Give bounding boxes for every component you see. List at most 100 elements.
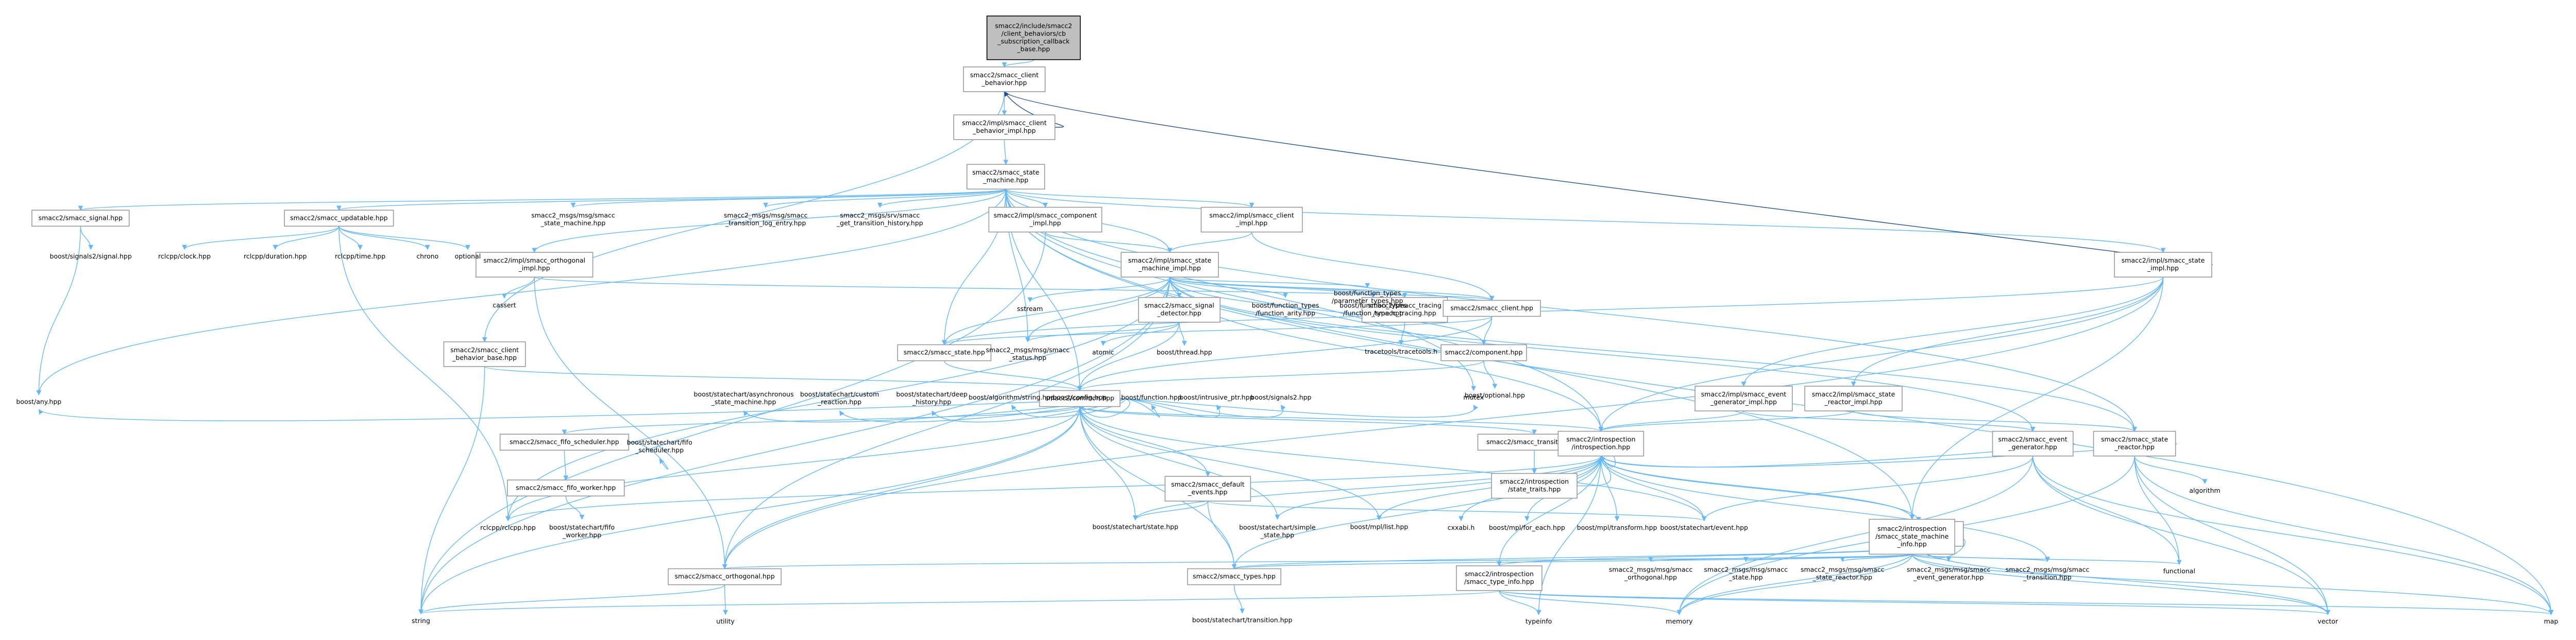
node-fifo-scheduler[interactable]: smacc2/smacc_fifo_scheduler.hpp — [499, 434, 630, 451]
node-msg-state-reactor: smacc2_msgs/msg/smacc_state_reactor.hpp — [1801, 565, 1885, 581]
node-component[interactable]: smacc2/component.hpp — [1440, 344, 1527, 361]
node-introspection[interactable]: smacc2/introspection/introspection.hpp — [1557, 430, 1645, 457]
edge-orthogonal-impl-to-client — [534, 276, 1494, 301]
node-smacc-state[interactable]: smacc2/smacc_state.hpp — [897, 344, 992, 361]
edge-state-impl-to-event-generator-impl — [1741, 277, 2164, 387]
node-label: smacc2_msgs/msg/smacc — [1704, 565, 1788, 573]
node-box — [1804, 386, 1903, 411]
node-default-events[interactable]: smacc2/smacc_default_events.hpp — [1164, 476, 1251, 502]
node-statechart-transition: boost/statechart/transition.hpp — [1192, 616, 1293, 624]
edge-state-machine-impl-to-sstream — [1027, 276, 1171, 303]
node-label: smacc2/impl/smacc_event — [1701, 390, 1787, 398]
edge-sm-info-to-msg-state-reactor — [1840, 553, 1912, 562]
node-signal[interactable]: smacc2/smacc_signal.hpp — [31, 210, 130, 227]
node-label: /smacc_state_machine — [1875, 532, 1948, 540]
node-client-behavior-base[interactable]: smacc2/smacc_client_behavior_base.hpp — [443, 341, 526, 367]
edge-fifo-worker-to-statechart-fifo-worker — [565, 496, 585, 520]
node-boost-any: boost/any.hpp — [16, 398, 61, 406]
node-state-impl[interactable]: smacc2/impl/smacc_state_impl.hpp — [2114, 252, 2212, 278]
node-label: boost/statechart/event.hpp — [1660, 524, 1748, 531]
node-label: smacc2_msgs/msg/smacc — [2006, 565, 2090, 573]
node-label: _event_generator.hpp — [1913, 573, 1984, 581]
node-label: rclcpp/clock.hpp — [158, 252, 211, 260]
node-tracing[interactable]: smacc2/smacc_tracing/smacc_tracing.hpp — [1361, 297, 1448, 323]
node-updatable[interactable]: smacc2/smacc_updatable.hpp — [284, 210, 394, 227]
node-box — [1121, 252, 1219, 278]
node-label: boost/function.hpp — [1121, 393, 1182, 401]
node-label: smacc2/smacc_client — [970, 71, 1039, 79]
node-client[interactable]: smacc2/smacc_client.hpp — [1443, 300, 1541, 317]
node-type-info[interactable]: smacc2/introspection/smacc_type_info.hpp — [1456, 565, 1543, 591]
node-label: _detector.hpp — [1157, 309, 1201, 317]
node-optional: optional — [455, 252, 481, 260]
node-tracelib: tracetools/tracetools.h — [1365, 348, 1437, 355]
node-label: sstream — [1017, 305, 1043, 313]
node-client-behavior[interactable]: smacc2/smacc_client_behavior.hpp — [963, 66, 1046, 92]
node-srv-get-history: smacc2_msgs/srv/smacc_get_transition_his… — [836, 212, 923, 227]
node-label: smacc2/component.hpp — [1445, 349, 1523, 356]
node-msg-event-generator: smacc2_msgs/msg/smacc_event_generator.hp… — [1907, 565, 1991, 581]
node-label: smacc2/smacc_fifo_worker.hpp — [516, 483, 616, 491]
node-orthogonal[interactable]: smacc2/smacc_orthogonal.hpp — [668, 568, 782, 585]
node-label: smacc2/impl/smacc_client — [1210, 212, 1294, 219]
node-mpl-for-each: boost/mpl/for_each.hpp — [1489, 524, 1565, 531]
edge-fifo-scheduler-to-fifo-worker — [563, 450, 569, 481]
node-box — [1200, 206, 1303, 233]
edge-client-to-common — [1077, 316, 1493, 391]
edge-updatable-to-rclcpp-time — [338, 226, 363, 250]
node-label: _impl.hpp — [1235, 219, 1267, 227]
node-string: string — [412, 617, 430, 625]
node-client-behavior-impl[interactable]: smacc2/impl/smacc_client_behavior_impl.h… — [953, 114, 1056, 141]
node-label: boost/statechart/asynchronous — [694, 390, 794, 398]
node-label: atomic — [1092, 349, 1114, 356]
node-common[interactable]: smacc2/common.hpp — [1039, 390, 1121, 407]
node-statechart-fifo-worker: boost/statechart/fifo_worker.hpp — [549, 524, 615, 539]
edge-introspection-to-mpl-list — [1377, 456, 1602, 521]
edge-client-impl-to-state-machine-impl — [1167, 232, 1252, 253]
edge-layer — [36, 59, 2554, 615]
edge-introspection-to-type-info — [1496, 456, 1602, 566]
node-label: smacc2/include/smacc2 — [995, 22, 1072, 29]
node-state-traits[interactable]: smacc2/introspection/state_traits.hpp — [1491, 473, 1578, 499]
node-root[interactable]: smacc2/include/smacc2/client_behaviors/c… — [986, 15, 1081, 60]
node-orthogonal-impl[interactable]: smacc2/impl/smacc_orthogonal_impl.hpp — [476, 252, 594, 278]
node-layer: smacc2/include/smacc2/client_behaviors/c… — [16, 15, 2558, 625]
node-event-generator[interactable]: smacc2/smacc_event_generator.hpp — [1992, 430, 2074, 457]
node-component-impl[interactable]: smacc2/impl/smacc_component_impl.hpp — [988, 206, 1103, 233]
node-label: /function_arity.hpp — [1256, 309, 1315, 317]
node-event-generator-impl[interactable]: smacc2/impl/smacc_event_generator_impl.h… — [1694, 386, 1793, 411]
node-label: _state.hpp — [1260, 531, 1295, 539]
node-label: _impl.hpp — [518, 264, 550, 272]
node-state-reactor-impl[interactable]: smacc2/impl/smacc_state_reactor_impl.hpp — [1804, 386, 1903, 411]
node-label: smacc2/smacc_types.hpp — [1193, 573, 1276, 580]
node-label: boost/optional.hpp — [1465, 391, 1525, 399]
node-label: boost/signals2.hpp — [1250, 393, 1311, 401]
node-atomic: atomic — [1092, 349, 1114, 356]
node-label: smacc2/introspection — [1465, 570, 1534, 578]
node-label: /state_traits.hpp — [1508, 486, 1561, 493]
node-label: _events.hpp — [1188, 488, 1227, 496]
edge-client-to-component — [1481, 316, 1493, 345]
edge-state-machine-to-boost-any — [36, 189, 1006, 395]
node-label: _impl.hpp — [2147, 264, 2179, 272]
node-label: smacc2/impl/smacc_component — [994, 212, 1097, 219]
node-signal-detector[interactable]: smacc2/smacc_signal_detector.hpp — [1138, 297, 1221, 323]
node-sm-info[interactable]: smacc2/introspection/smacc_state_machine… — [1869, 518, 1956, 555]
node-label: _worker.hpp — [562, 531, 602, 539]
edge-event-generator-to-functional — [2032, 456, 2182, 565]
node-msg-transition-log: smacc2_msgs/msg/smacc_transition_log_ent… — [724, 212, 808, 227]
edge-signal-to-boost-any — [36, 226, 81, 395]
node-label: _generator_impl.hpp — [1710, 398, 1777, 406]
node-label: _reactor_impl.hpp — [1824, 398, 1882, 406]
edge-updatable-to-rclcpp-clock — [182, 226, 340, 250]
node-state-machine[interactable]: smacc2/smacc_state_machine.hpp — [967, 164, 1045, 190]
edge-state-machine-to-msg-transition-log — [763, 188, 1006, 208]
node-state-machine-impl[interactable]: smacc2/impl/smacc_state_machine_impl.hpp — [1121, 252, 1219, 278]
edge-client-impl-to-client — [1251, 232, 1495, 301]
node-client-impl[interactable]: smacc2/impl/smacc_client_impl.hpp — [1200, 206, 1303, 233]
node-state-reactor[interactable]: smacc2/smacc_state_reactor.hpp — [2093, 430, 2176, 457]
node-fifo-worker[interactable]: smacc2/smacc_fifo_worker.hpp — [507, 479, 625, 497]
node-types[interactable]: smacc2/smacc_types.hpp — [1187, 568, 1281, 585]
node-memory: memory — [1666, 617, 1693, 625]
node-label: _state_machine.hpp — [540, 219, 606, 227]
